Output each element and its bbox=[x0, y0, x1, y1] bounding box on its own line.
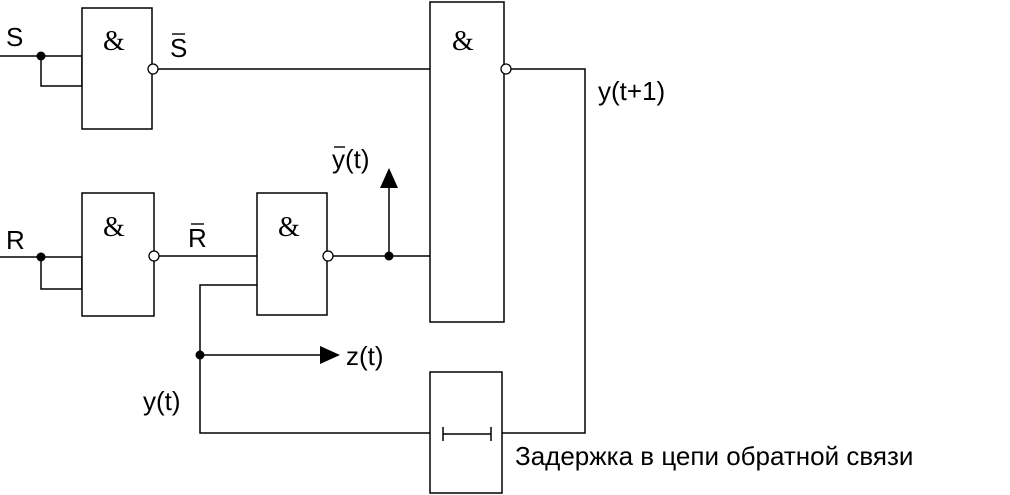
gate-s-group: & bbox=[0, 7, 159, 130]
label-y-not-t: y(t) bbox=[332, 144, 370, 174]
label-delay-caption: Задержка в цепи обратной связи bbox=[515, 441, 913, 471]
delay-block-group bbox=[429, 371, 503, 494]
junction-r bbox=[36, 252, 46, 262]
label-r-not: R bbox=[188, 223, 207, 253]
gate-middle-symbol: & bbox=[278, 212, 300, 243]
inverter-bubble-output bbox=[500, 63, 512, 75]
label-s-input: S bbox=[6, 22, 23, 52]
arrow-z-right bbox=[320, 346, 340, 364]
inverter-bubble-r bbox=[148, 250, 160, 262]
gate-output-symbol: & bbox=[452, 26, 474, 57]
gate-r-group: & bbox=[0, 192, 160, 317]
gate-out-group: & bbox=[429, 1, 512, 323]
delay-block bbox=[429, 371, 503, 494]
gate-r-symbol: & bbox=[103, 212, 125, 243]
label-r-input: R bbox=[6, 225, 25, 255]
label-y-next: y(t+1) bbox=[598, 76, 665, 106]
inverter-bubble-s bbox=[147, 63, 159, 75]
nand-gate-output bbox=[429, 1, 505, 323]
wire-s-fork bbox=[40, 56, 83, 87]
junction-s bbox=[36, 51, 46, 61]
label-z-t: z(t) bbox=[346, 341, 384, 371]
wire-r-fork bbox=[40, 257, 83, 290]
label-y-t: y(t) bbox=[143, 386, 181, 416]
gate-mid-group: & bbox=[256, 192, 334, 316]
arrow-y-not-up bbox=[380, 168, 398, 188]
inverter-bubble-middle bbox=[322, 250, 334, 262]
gate-s-symbol: & bbox=[103, 26, 125, 57]
label-s-not: S bbox=[170, 33, 187, 63]
wire-output-feedback bbox=[502, 68, 586, 434]
